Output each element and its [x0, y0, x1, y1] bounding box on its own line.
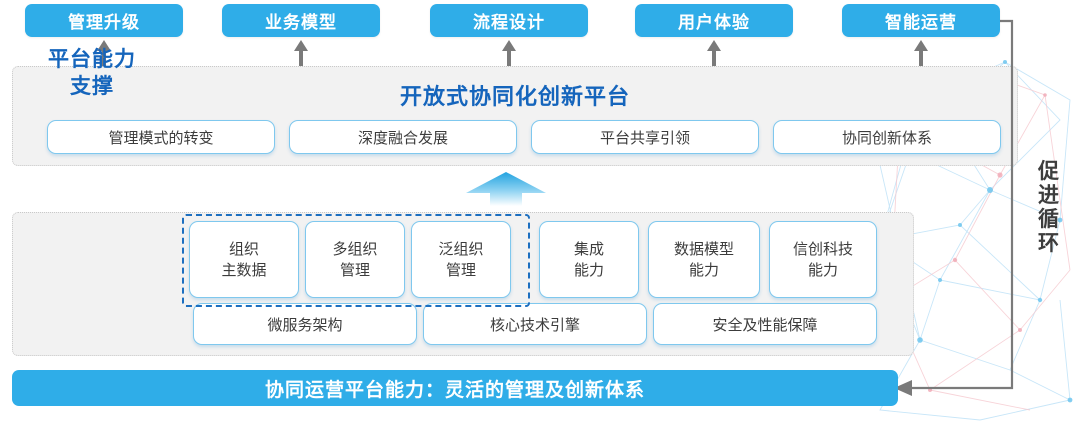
platform-item-0[interactable]: 管理模式的转变	[47, 120, 275, 154]
capability-card-line1: 集成	[573, 240, 604, 258]
capability-card-line2: 主数据	[221, 261, 267, 279]
capability-panel-label: 平台能力 支撑	[22, 46, 162, 100]
platform-item-label: 深度融合发展	[357, 129, 448, 147]
capability-label-line2: 支撑	[70, 75, 114, 98]
up-arrow-icon-0	[97, 40, 111, 66]
capability-card-5[interactable]: 信创科技 能力	[769, 221, 877, 298]
platform-title: 开放式协同化创新平台	[399, 84, 630, 109]
feedback-loop-label: 促 进 循 环	[1032, 160, 1066, 256]
top-pill-3[interactable]: 用户体验	[635, 4, 793, 37]
up-arrow-icon-1	[294, 40, 308, 66]
capability-card-2[interactable]: 泛组织 管理	[411, 221, 511, 298]
capability-card-line2: 能力	[688, 261, 719, 279]
capability-base-1[interactable]: 核心技术引擎	[423, 303, 647, 345]
capability-card-1[interactable]: 多组织 管理	[305, 221, 405, 298]
capability-card-line2: 管理	[445, 261, 476, 279]
capability-label-line1: 平台能力	[48, 48, 136, 71]
capability-card-line1: 数据模型	[673, 240, 734, 258]
platform-item-2[interactable]: 平台共享引领	[531, 120, 759, 154]
platform-panel: 开放式协同化创新平台 管理模式的转变 深度融合发展 平台共享引领 协同创新体系	[12, 66, 1018, 166]
platform-item-label: 平台共享引领	[599, 129, 690, 147]
top-pill-label: 业务模型	[265, 13, 337, 32]
top-pill-2[interactable]: 流程设计	[430, 4, 588, 37]
top-pill-label: 管理升级	[68, 13, 140, 32]
bottom-summary-label: 协同运营平台能力：灵活的管理及创新体系	[264, 379, 645, 401]
capability-card-line1: 泛组织	[438, 240, 484, 258]
capability-base-label: 核心技术引擎	[489, 316, 580, 334]
top-pill-1[interactable]: 业务模型	[222, 4, 380, 37]
up-arrow-icon-2	[502, 40, 516, 66]
capability-base-label: 微服务架构	[267, 316, 343, 334]
platform-item-label: 管理模式的转变	[108, 129, 214, 147]
up-arrow-icon-3	[707, 40, 721, 66]
capability-card-line1: 组织	[228, 240, 259, 258]
capability-card-line1: 信创科技	[792, 240, 853, 258]
top-pill-label: 智能运营	[885, 13, 957, 32]
capability-card-4[interactable]: 数据模型 能力	[648, 221, 760, 298]
loop-char-2: 循	[1038, 208, 1060, 231]
platform-item-label: 协同创新体系	[841, 129, 932, 147]
capability-card-line2: 能力	[573, 261, 604, 279]
top-pill-0[interactable]: 管理升级	[25, 4, 183, 37]
top-pill-4[interactable]: 智能运营	[842, 4, 1000, 37]
loop-char-3: 环	[1038, 232, 1060, 255]
capability-base-label: 安全及性能保障	[712, 316, 818, 334]
platform-item-1[interactable]: 深度融合发展	[289, 120, 517, 154]
upward-flow-arrow-icon	[466, 172, 546, 206]
bottom-summary-bar[interactable]: 协同运营平台能力：灵活的管理及创新体系	[12, 370, 898, 406]
capability-card-line1: 多组织	[332, 240, 378, 258]
capability-card-3[interactable]: 集成 能力	[539, 221, 639, 298]
top-pill-label: 用户体验	[678, 13, 750, 32]
capability-card-line2: 管理	[339, 261, 370, 279]
capability-base-2[interactable]: 安全及性能保障	[653, 303, 877, 345]
capability-card-line2: 能力	[807, 261, 838, 279]
loop-char-1: 进	[1038, 184, 1060, 207]
loop-char-0: 促	[1038, 160, 1060, 183]
top-pill-label: 流程设计	[473, 13, 545, 32]
up-arrow-icon-4	[914, 40, 928, 66]
capability-card-0[interactable]: 组织 主数据	[189, 221, 299, 298]
platform-item-3[interactable]: 协同创新体系	[773, 120, 1001, 154]
capability-base-0[interactable]: 微服务架构	[193, 303, 417, 345]
